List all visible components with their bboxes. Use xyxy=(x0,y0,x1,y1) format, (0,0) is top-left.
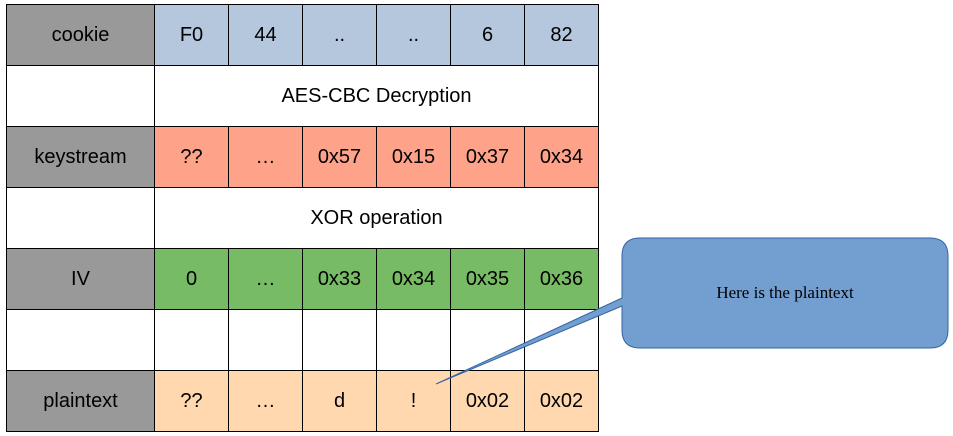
cookie-row-byte-4: 6 xyxy=(450,4,525,66)
plaintext-row-byte-3: ! xyxy=(376,370,451,432)
empty-row-byte-3 xyxy=(376,309,451,371)
xor-row-text: XOR operation xyxy=(154,187,599,249)
iv-row-byte-5: 0x36 xyxy=(524,248,599,310)
plaintext-row-byte-5: 0x02 xyxy=(524,370,599,432)
decryption-row-label xyxy=(6,65,155,127)
iv-row-byte-0: 0 xyxy=(154,248,229,310)
keystream-row-byte-3: 0x15 xyxy=(376,126,451,188)
keystream-row-byte-0: ?? xyxy=(154,126,229,188)
plaintext-row-byte-2: d xyxy=(302,370,377,432)
iv-row-byte-3: 0x34 xyxy=(376,248,451,310)
cookie-row-byte-1: 44 xyxy=(228,4,303,66)
keystream-row-label: keystream xyxy=(6,126,155,188)
callout-shape xyxy=(435,237,949,385)
iv-row-byte-4: 0x35 xyxy=(450,248,525,310)
cookie-row-label: cookie xyxy=(6,4,155,66)
plaintext-row-byte-1: … xyxy=(228,370,303,432)
callout-text: Here is the plaintext xyxy=(716,283,854,302)
iv-row-byte-1: … xyxy=(228,248,303,310)
plaintext-row-label: plaintext xyxy=(6,370,155,432)
plaintext-row-byte-0: ?? xyxy=(154,370,229,432)
iv-row-byte-2: 0x33 xyxy=(302,248,377,310)
keystream-row-byte-5: 0x34 xyxy=(524,126,599,188)
cookie-row-byte-5: 82 xyxy=(524,4,599,66)
decryption-row-text: AES-CBC Decryption xyxy=(154,65,599,127)
empty-row-byte-1 xyxy=(228,309,303,371)
keystream-row-byte-4: 0x37 xyxy=(450,126,525,188)
xor-row-label xyxy=(6,187,155,249)
